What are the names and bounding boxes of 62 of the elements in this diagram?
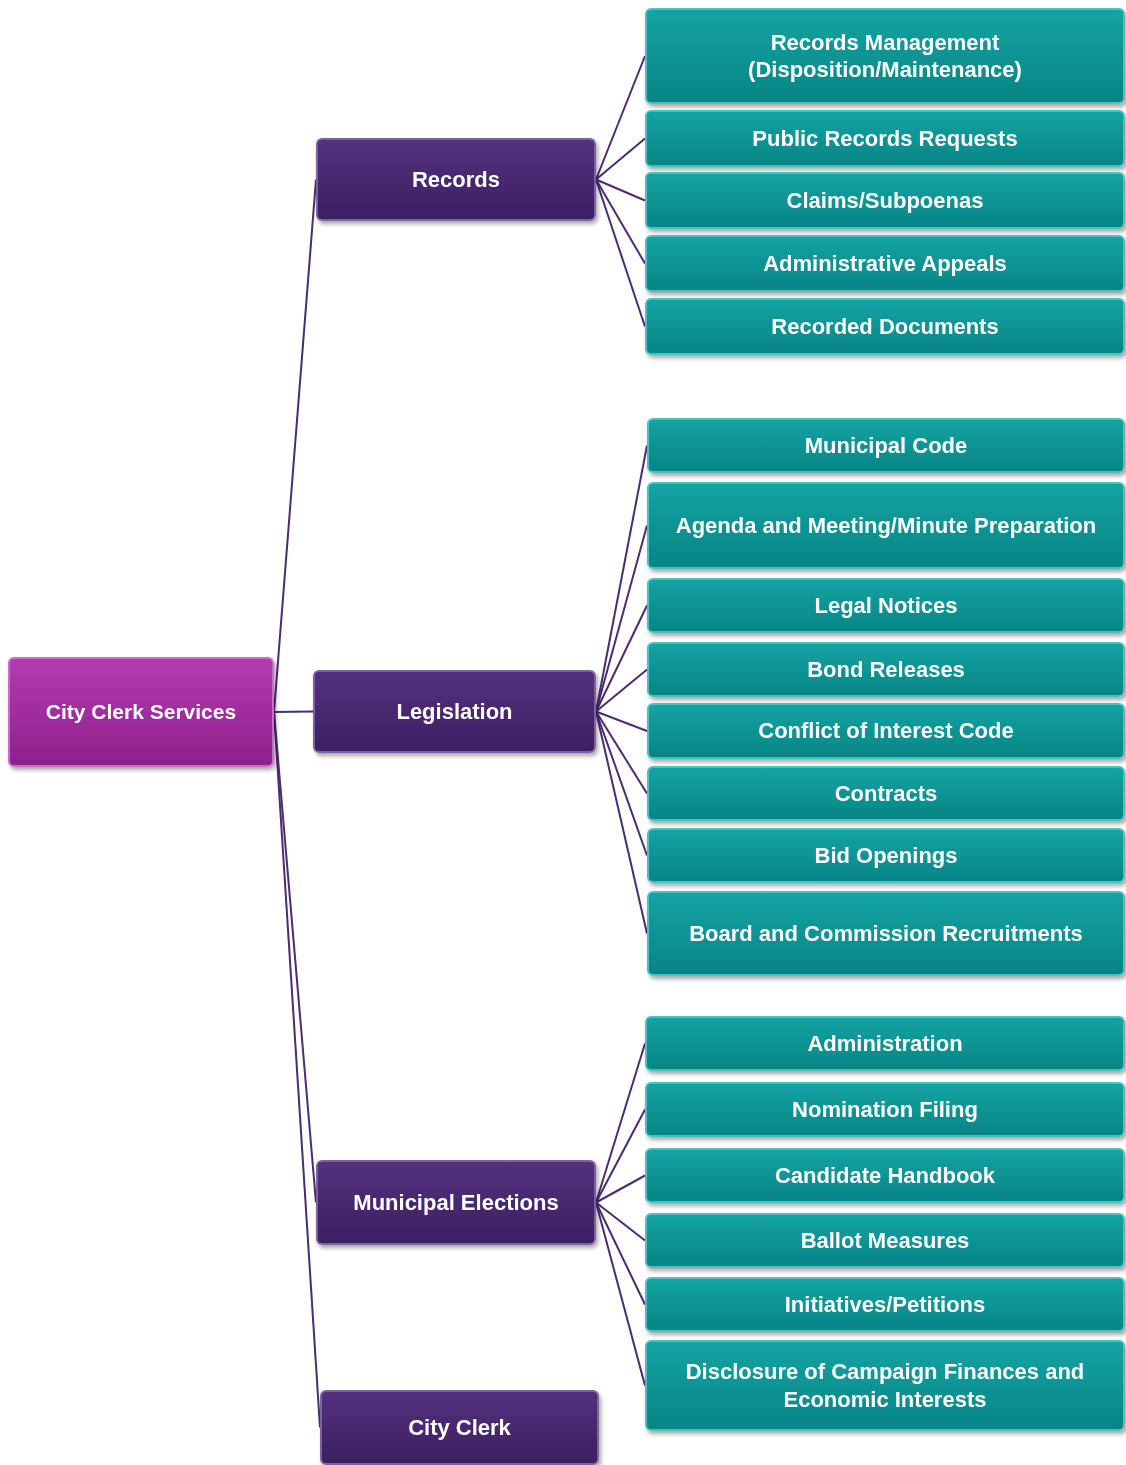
service-box	[645, 8, 1125, 104]
category-box	[316, 138, 596, 221]
box-label: Initiatives/Petitions	[784, 1290, 986, 1319]
service-box	[647, 642, 1125, 697]
service-box	[645, 110, 1125, 167]
category-box	[316, 1160, 596, 1245]
connector-line	[595, 1174, 646, 1204]
service-box	[645, 1213, 1125, 1268]
service-box	[645, 1082, 1125, 1137]
box-label: Agenda and Meeting/Minute Preparation	[675, 511, 1097, 540]
box-label: City Clerk Services	[45, 698, 237, 725]
service-box	[645, 1016, 1125, 1071]
service-box	[647, 418, 1125, 473]
box-label: Records Management (Disposition/Maintenance)	[747, 28, 1023, 84]
box-label: Contracts	[834, 779, 938, 808]
box-label: Public Records Requests	[752, 124, 1018, 153]
box-label: Legal Notices	[814, 591, 958, 620]
root-box	[8, 657, 274, 767]
connector-line	[595, 178, 646, 202]
connector-line	[595, 1201, 646, 1242]
connector-line	[273, 178, 317, 713]
category-box	[313, 670, 596, 753]
box-label: Claims/Subpoenas	[786, 186, 984, 215]
box-label: Municipal Code	[804, 431, 968, 460]
connector-line	[595, 137, 646, 181]
service-box	[645, 1277, 1125, 1332]
connector-line	[273, 711, 321, 1429]
connector-line	[595, 178, 646, 265]
connector-line	[273, 710, 314, 713]
connector-line	[595, 55, 646, 181]
box-label: Legislation	[396, 697, 513, 726]
service-box	[647, 703, 1125, 759]
box-label: Candidate Handbook	[775, 1161, 995, 1190]
service-box	[645, 298, 1125, 355]
service-box	[647, 891, 1125, 976]
box-label: Recorded Documents	[771, 312, 999, 341]
box-label: Bond Releases	[807, 655, 965, 684]
box-label: Records	[411, 165, 500, 194]
box-label: Ballot Measures	[800, 1226, 970, 1255]
box-label: Nomination Filing	[792, 1095, 978, 1124]
service-box	[647, 766, 1125, 821]
connector-line	[595, 710, 648, 795]
category-box	[320, 1390, 599, 1465]
service-box	[647, 828, 1125, 883]
box-label: Board and Commission Recruitments	[689, 919, 1083, 948]
service-box	[647, 482, 1125, 569]
service-box	[645, 1148, 1125, 1203]
box-label: Bid Openings	[814, 841, 958, 870]
box-label: Administration	[807, 1029, 963, 1058]
box-label: Disclosure of Campaign Finances and Economic Interests	[684, 1358, 1086, 1413]
connector-line	[595, 1108, 646, 1204]
connector-line	[595, 710, 648, 732]
service-box	[647, 578, 1125, 633]
box-label: City Clerk	[408, 1413, 511, 1442]
connector-line	[595, 668, 648, 713]
service-box	[645, 172, 1125, 229]
box-label: Administrative Appeals	[763, 249, 1007, 278]
box-label: Conflict of Interest Code	[758, 717, 1014, 745]
service-box	[645, 235, 1125, 292]
box-label: Municipal Elections	[353, 1188, 559, 1217]
connector-line	[595, 1201, 646, 1306]
service-box	[645, 1340, 1125, 1431]
